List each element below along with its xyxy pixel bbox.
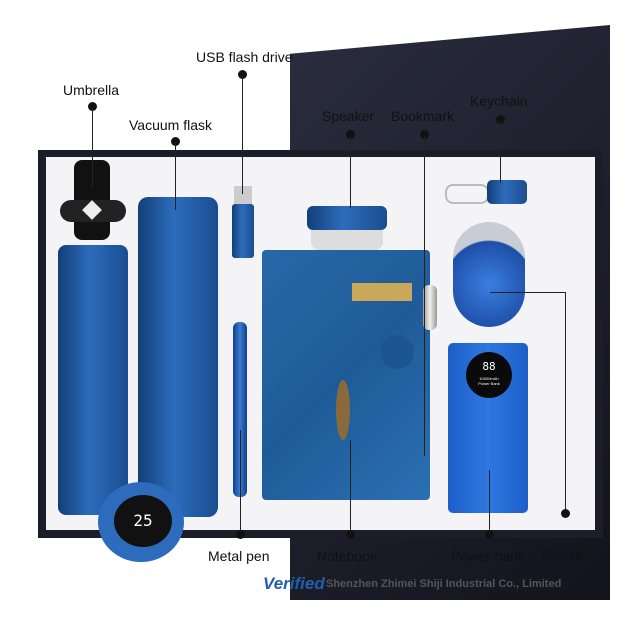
- label-bookmark: Bookmark: [391, 108, 455, 124]
- flask-dot: [171, 137, 180, 146]
- power-bank-capacity: 10000mAh Power Bank: [478, 376, 500, 386]
- verified-badge: Verified: [263, 574, 325, 593]
- metal-pen: [233, 322, 247, 497]
- vacuum-flask: [138, 197, 218, 517]
- label-usb-flash-drive: USB flash drive: [196, 49, 293, 65]
- powerbank-dot: [485, 530, 494, 539]
- umbrella: [56, 160, 130, 515]
- keychain: [445, 180, 527, 204]
- keychain-dot: [496, 115, 505, 124]
- umbrella-dot: [88, 102, 97, 111]
- feather-charm: [336, 380, 350, 440]
- label-umbrella: Umbrella: [63, 82, 120, 98]
- company-name: Shenzhen Zhimei Shiji Industrial Co., Li…: [326, 578, 562, 590]
- bookmark: [423, 285, 437, 330]
- mouse-dot: [561, 509, 570, 518]
- notebook-dot: [346, 530, 355, 539]
- label-metal-pen: Metal pen: [208, 548, 270, 564]
- notebook-clip: [352, 283, 412, 301]
- label-notebook: Notebook: [317, 548, 377, 564]
- notebook-strap: [380, 335, 414, 369]
- mouse: [453, 222, 525, 327]
- speaker: [307, 206, 387, 252]
- bookmark-dot: [420, 130, 429, 139]
- label-keychain: Keychain: [470, 93, 528, 109]
- label-mouse: Mouse: [541, 546, 584, 562]
- speaker-dot: [346, 130, 355, 139]
- power-bank-digits: 88: [482, 360, 496, 373]
- usb-flash-drive: [232, 186, 254, 270]
- usb-dot: [238, 70, 247, 79]
- label-speaker: Speaker: [322, 108, 375, 124]
- flask-display: 25: [114, 495, 172, 547]
- power-bank-display: 88 10000mAh Power Bank: [466, 352, 512, 398]
- pen-dot: [236, 530, 245, 539]
- label-power-bank: Power bank: [451, 548, 525, 564]
- label-vacuum-flask: Vacuum flask: [129, 117, 212, 133]
